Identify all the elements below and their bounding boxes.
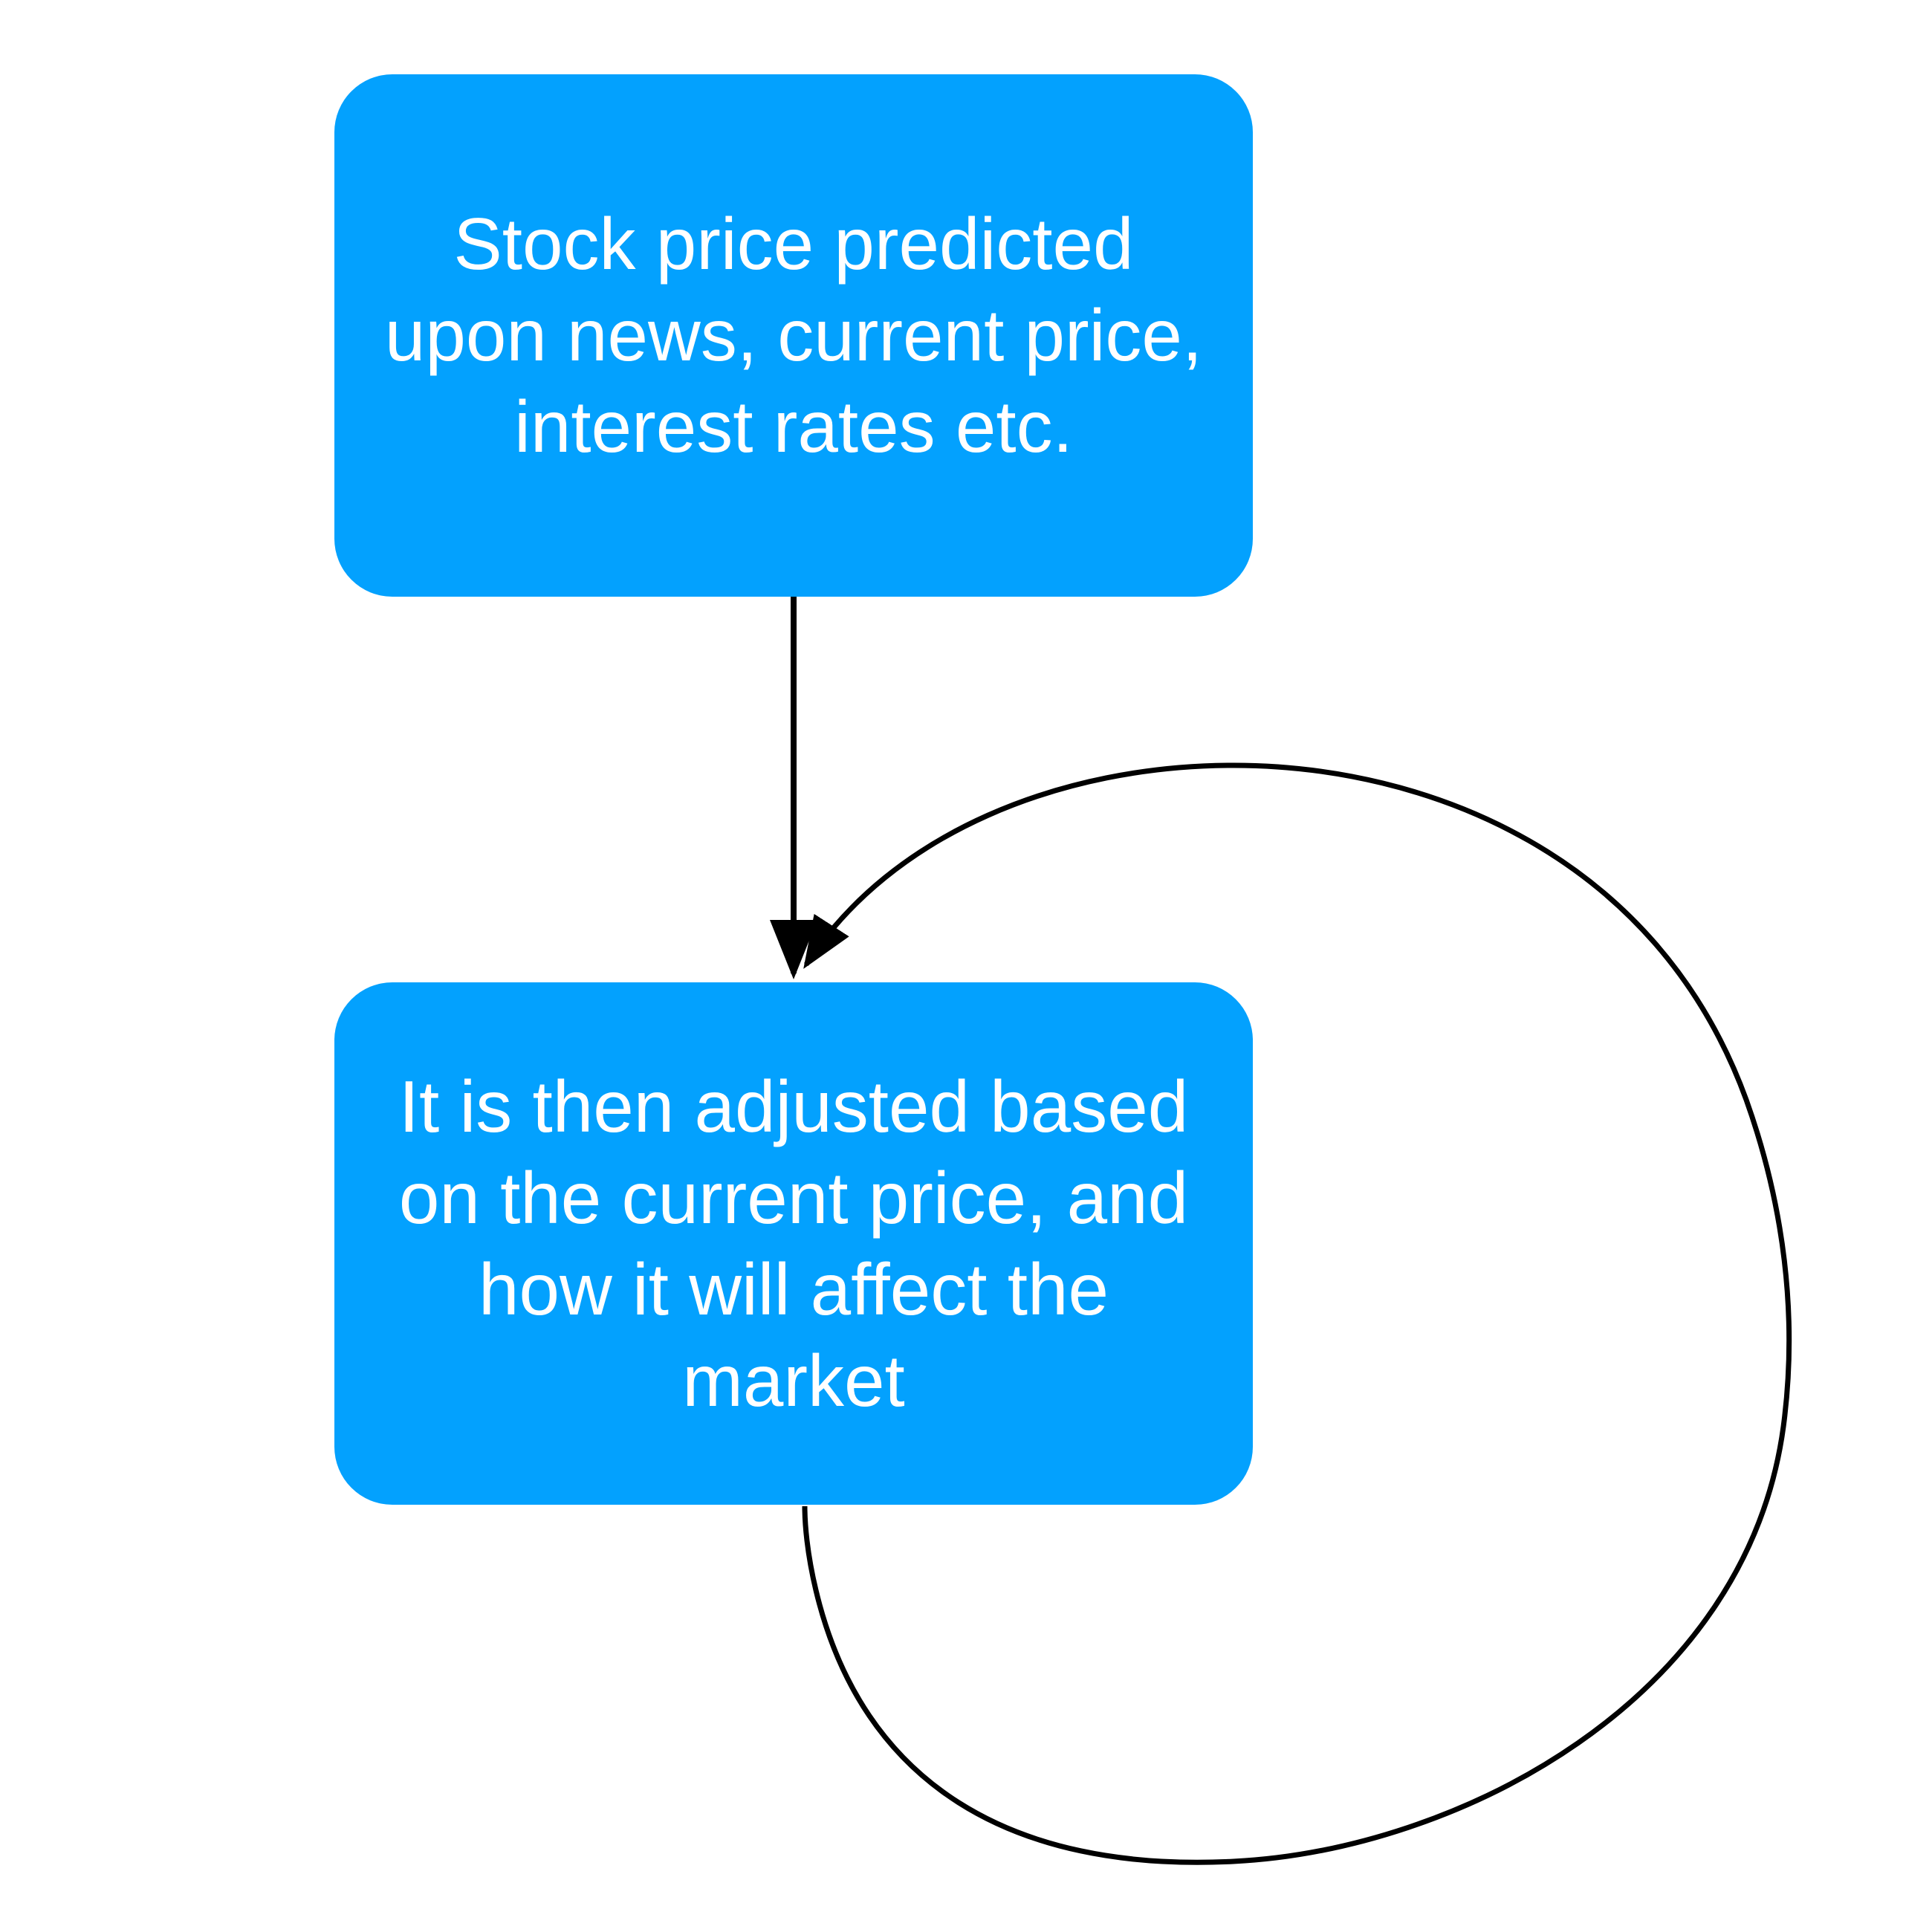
process-box-adjustment: It is then adjusted based on the current… — [334, 982, 1253, 1505]
process-box-prediction-label: Stock price predicted upon news, current… — [384, 203, 1203, 467]
process-box-adjustment-label: It is then adjusted based on the current… — [398, 1065, 1189, 1422]
loop-arrow-node2-to-self — [802, 762, 1792, 1865]
process-box-prediction: Stock price predicted upon news, current… — [334, 74, 1253, 597]
